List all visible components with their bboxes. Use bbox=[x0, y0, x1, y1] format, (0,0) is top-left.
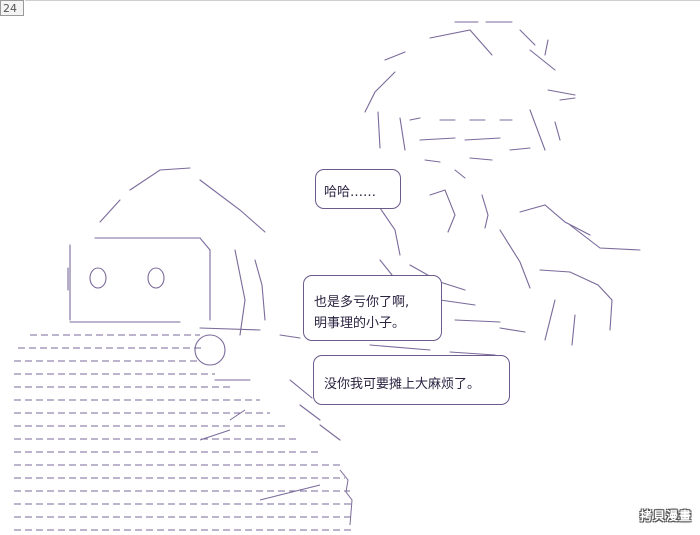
bubble-text-line-1: 也是多亏你了啊, bbox=[314, 295, 410, 310]
bubble-text: 没你我可要摊上大麻烦了。 bbox=[324, 377, 481, 392]
watermark-logo: 拷貝漫畫 bbox=[639, 509, 692, 523]
top-border bbox=[25, 0, 700, 1]
page-number: 24 bbox=[0, 0, 24, 16]
speech-bubble-trouble: 没你我可要摊上大麻烦了。 bbox=[313, 355, 510, 405]
bubble-text-line-2: 明事理的小子。 bbox=[314, 316, 406, 331]
speech-bubble-thanks: 也是多亏你了啊, 明事理的小子。 bbox=[303, 275, 442, 341]
speech-bubble-laugh: 哈哈…… bbox=[315, 169, 401, 209]
bubble-text: 哈哈…… bbox=[324, 185, 377, 200]
